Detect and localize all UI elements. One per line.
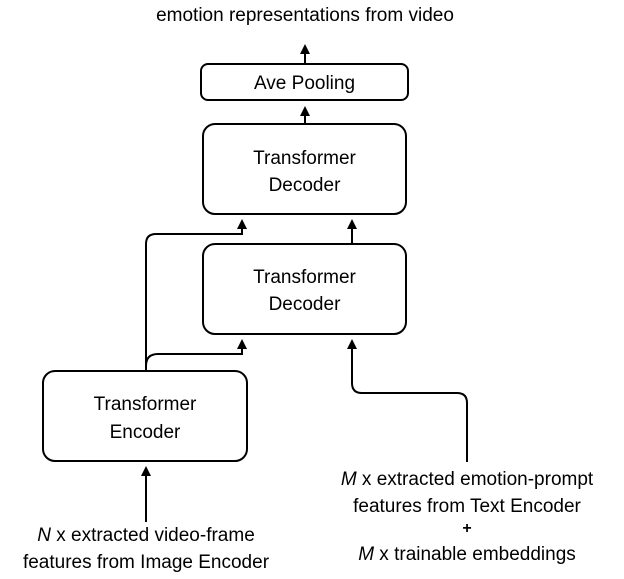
output-title: emotion representations from video — [156, 5, 454, 26]
video-input-line1-text: x extracted video-frame — [51, 525, 255, 546]
decoder-mid-label-line2: Decoder — [269, 294, 341, 315]
ave-pooling-box: Ave Pooling — [200, 63, 409, 101]
decoder-top-label-line2: Decoder — [269, 175, 341, 196]
ave-pooling-label: Ave Pooling — [254, 73, 355, 94]
prompt-input-line1-text: x extracted emotion-prompt — [357, 469, 594, 490]
encoder-label-line1: Transformer — [94, 394, 197, 415]
prompt-input-line4: M x trainable embeddings — [358, 544, 576, 565]
prompt-input-line4-text: x trainable embeddings — [374, 544, 576, 565]
video-input-caption: N x extracted video-frame features from … — [23, 525, 270, 573]
video-input-var: N — [37, 525, 51, 546]
prompt-input-line2: features from Text Encoder — [353, 496, 581, 517]
connectors — [141, 44, 468, 522]
decoder-mid-label-line1: Transformer — [253, 267, 356, 288]
arrow-prompt-input-to-decoder-mid — [347, 339, 468, 462]
arrow-encoder-to-decoder-mid — [145, 339, 247, 367]
prompt-input-var2: M — [358, 544, 374, 565]
decoder-top-label-line1: Transformer — [253, 148, 356, 169]
prompt-input-var: M — [341, 469, 357, 490]
transformer-decoder-mid-box: Transformer Decoder — [202, 243, 407, 335]
transformer-decoder-top-box: Transformer Decoder — [202, 123, 407, 215]
prompt-input-caption: M x extracted emotion-prompt features fr… — [341, 469, 594, 565]
arrow-encoder-to-decoder-top — [145, 219, 247, 370]
prompt-input-line1: M x extracted emotion-prompt — [341, 469, 594, 490]
prompt-input-plus: + — [462, 520, 471, 537]
video-input-line2: features from Image Encoder — [23, 552, 270, 573]
encoder-label-line2: Encoder — [110, 422, 181, 443]
video-input-line1: N x extracted video-frame — [37, 525, 255, 546]
transformer-encoder-box: Transformer Encoder — [42, 370, 248, 462]
